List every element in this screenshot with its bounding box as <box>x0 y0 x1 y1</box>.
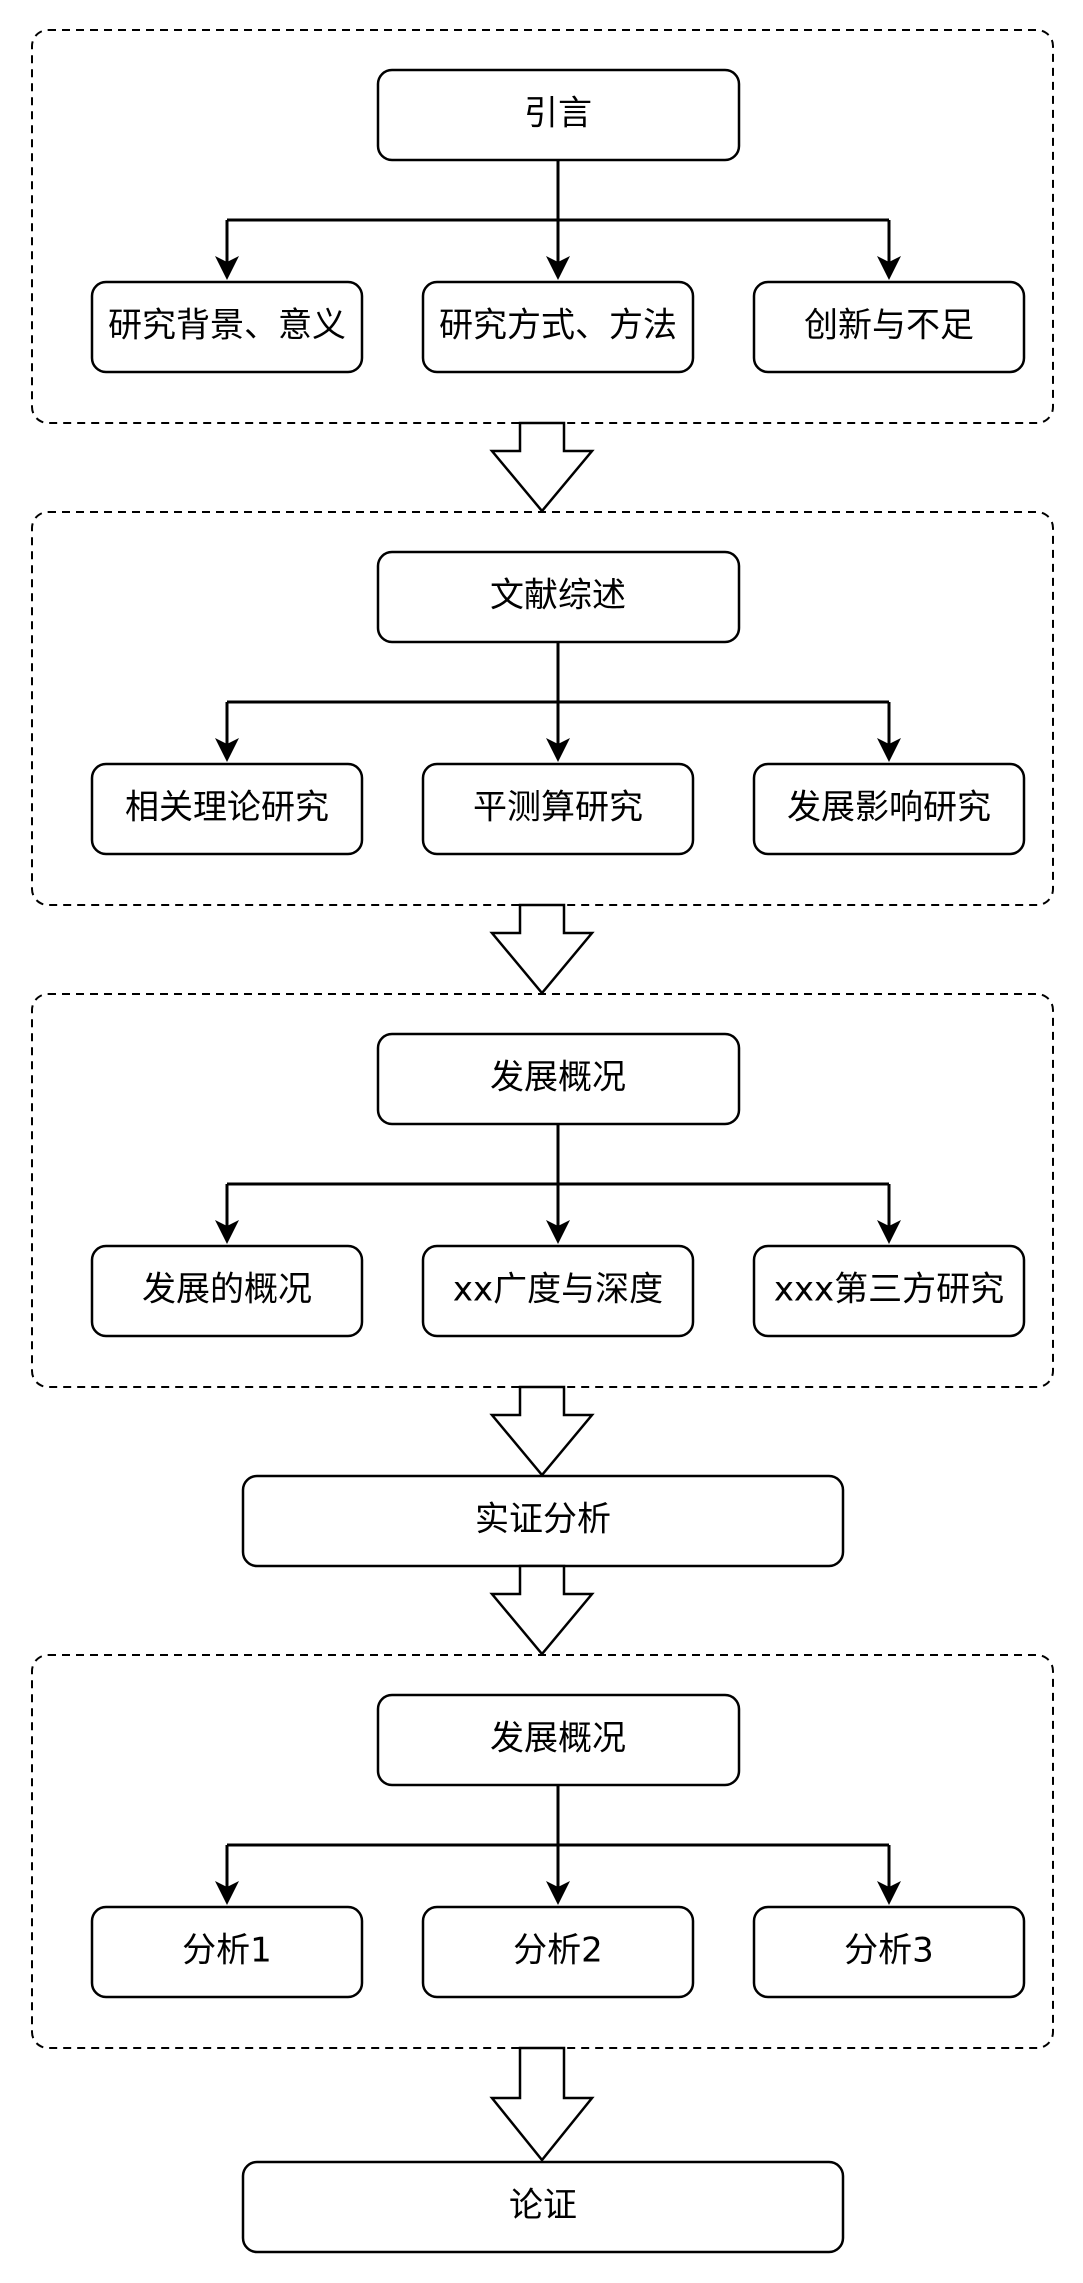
node-label: 创新与不足 <box>804 306 974 346</box>
node-analysis-child-1[interactable]: 分析1 <box>90 1905 364 1999</box>
node-label: 分析1 <box>182 1931 272 1971</box>
node-label: 发展的概况 <box>142 1270 312 1310</box>
flow-arrow <box>489 2046 595 2162</box>
flow-arrow <box>489 421 595 513</box>
node-conclusion-label: 论证 <box>509 2186 577 2226</box>
node-overview-child-2[interactable]: xx广度与深度 <box>421 1244 695 1338</box>
node-intro[interactable]: 引言 <box>376 68 741 162</box>
arrowhead <box>215 256 239 280</box>
node-intro-child-1[interactable]: 研究背景、意义 <box>90 280 364 374</box>
arrowhead <box>546 1220 570 1244</box>
node-label: 分析2 <box>513 1931 603 1971</box>
node-empirical[interactable]: 实证分析 <box>241 1474 845 1568</box>
arrowhead <box>877 256 901 280</box>
node-label: 平测算研究 <box>473 788 643 828</box>
flow-arrow <box>489 903 595 995</box>
node-overview-child-3[interactable]: xxx第三方研究 <box>752 1244 1026 1338</box>
connector-overview <box>225 1124 891 1240</box>
connector-intro <box>225 160 891 276</box>
node-literature-child-2[interactable]: 平测算研究 <box>421 762 695 856</box>
node-intro-child-3[interactable]: 创新与不足 <box>752 280 1026 374</box>
connector-literature <box>225 642 891 758</box>
arrowhead <box>877 738 901 762</box>
node-empirical-label: 实证分析 <box>475 1500 611 1540</box>
node-label: 分析3 <box>844 1931 934 1971</box>
node-label: 研究方式、方法 <box>439 306 677 346</box>
flow-arrow <box>489 1564 595 1656</box>
node-label: 相关理论研究 <box>125 788 329 828</box>
node-overview-label: 发展概况 <box>490 1058 626 1098</box>
node-label: xxx第三方研究 <box>774 1270 1004 1310</box>
node-analysis-label: 发展概况 <box>490 1719 626 1759</box>
node-overview[interactable]: 发展概况 <box>376 1032 741 1126</box>
arrowhead <box>877 1881 901 1905</box>
node-label: xx广度与深度 <box>453 1270 663 1310</box>
node-label: 研究背景、意义 <box>108 306 346 346</box>
node-intro-label: 引言 <box>524 94 592 134</box>
node-label: 发展影响研究 <box>787 788 991 828</box>
arrowhead <box>877 1220 901 1244</box>
node-intro-child-2[interactable]: 研究方式、方法 <box>421 280 695 374</box>
node-analysis[interactable]: 发展概况 <box>376 1693 741 1787</box>
arrowhead <box>546 738 570 762</box>
node-literature-child-3[interactable]: 发展影响研究 <box>752 762 1026 856</box>
flow-arrow <box>489 1385 595 1477</box>
node-conclusion[interactable]: 论证 <box>241 2160 845 2254</box>
connector-analysis <box>225 1785 891 1901</box>
node-literature-child-1[interactable]: 相关理论研究 <box>90 762 364 856</box>
node-analysis-child-2[interactable]: 分析2 <box>421 1905 695 1999</box>
node-overview-child-1[interactable]: 发展的概况 <box>90 1244 364 1338</box>
node-literature[interactable]: 文献综述 <box>376 550 741 644</box>
arrowhead <box>215 1220 239 1244</box>
arrowhead <box>215 1881 239 1905</box>
node-literature-label: 文献综述 <box>490 576 626 616</box>
arrowhead <box>546 1881 570 1905</box>
arrowhead <box>215 738 239 762</box>
node-analysis-child-3[interactable]: 分析3 <box>752 1905 1026 1999</box>
arrowhead <box>546 256 570 280</box>
